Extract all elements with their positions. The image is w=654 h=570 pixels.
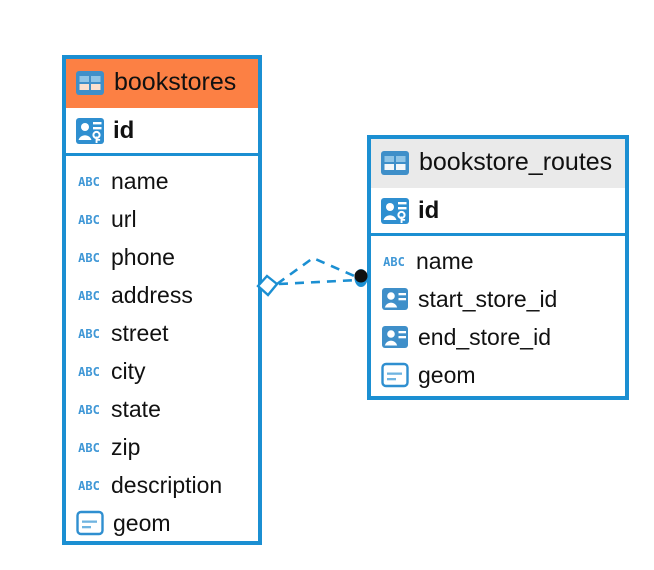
field-row-end-store-id[interactable]: end_store_id	[380, 318, 616, 356]
field-row-geom[interactable]: geom	[75, 504, 249, 542]
svg-text:ABC: ABC	[78, 403, 100, 417]
primary-key-row-bookstores[interactable]: id	[66, 108, 258, 156]
field-label: state	[111, 395, 161, 422]
field-row-street[interactable]: ABC street	[75, 314, 249, 352]
entity-bookstore-routes[interactable]: bookstore_routes id	[367, 135, 629, 400]
primary-key-icon	[75, 116, 105, 146]
relationship-line-lower	[278, 278, 359, 286]
geometry-icon	[380, 360, 410, 390]
entity-header-bookstores[interactable]: bookstores	[66, 59, 258, 108]
field-list-bookstore-routes: ABC name start_store_id	[371, 236, 625, 398]
field-row-state[interactable]: ABC state	[75, 390, 249, 428]
relationship-connector	[256, 256, 368, 297]
field-label: address	[111, 281, 193, 308]
field-label: end_store_id	[418, 323, 551, 350]
field-label: start_store_id	[418, 285, 558, 312]
svg-text:ABC: ABC	[78, 479, 100, 493]
abc-text-icon: ABC	[75, 167, 103, 195]
primary-key-icon	[380, 196, 410, 226]
field-row-url[interactable]: ABC url	[75, 200, 249, 238]
field-label: zip	[111, 433, 141, 460]
svg-text:ABC: ABC	[78, 327, 100, 341]
abc-text-icon: ABC	[75, 243, 103, 271]
abc-text-icon: ABC	[380, 247, 408, 275]
svg-text:ABC: ABC	[78, 213, 100, 227]
field-label: id	[113, 116, 135, 144]
abc-text-icon: ABC	[75, 395, 103, 423]
entity-title: bookstores	[114, 68, 237, 96]
relationship-line-upper	[276, 256, 360, 286]
geometry-icon	[75, 508, 105, 538]
entity-title: bookstore_routes	[419, 148, 613, 176]
abc-text-icon: ABC	[75, 281, 103, 309]
field-label: description	[111, 471, 223, 498]
field-row-phone[interactable]: ABC phone	[75, 238, 249, 276]
svg-text:ABC: ABC	[78, 441, 100, 455]
svg-text:ABC: ABC	[383, 255, 405, 269]
abc-text-icon: ABC	[75, 433, 103, 461]
field-row-name[interactable]: ABC name	[75, 162, 249, 200]
field-label: name	[111, 167, 169, 194]
field-row-address[interactable]: ABC address	[75, 276, 249, 314]
table-icon	[75, 70, 105, 96]
foreign-key-icon	[380, 284, 410, 314]
relationship-target-ring-icon	[354, 269, 368, 287]
field-label: city	[111, 357, 146, 384]
abc-text-icon: ABC	[75, 357, 103, 385]
abc-text-icon: ABC	[75, 471, 103, 499]
abc-text-icon: ABC	[75, 319, 103, 347]
field-row-start-store-id[interactable]: start_store_id	[380, 280, 616, 318]
field-list-bookstores: ABC name ABC url ABC pho	[66, 156, 258, 546]
table-icon	[380, 150, 410, 176]
field-row-description[interactable]: ABC description	[75, 466, 249, 504]
field-label: street	[111, 319, 169, 346]
field-label: phone	[111, 243, 175, 270]
svg-text:ABC: ABC	[78, 251, 100, 265]
field-row-name[interactable]: ABC name	[380, 242, 616, 280]
entity-header-bookstore-routes[interactable]: bookstore_routes	[371, 139, 625, 188]
svg-text:ABC: ABC	[78, 175, 100, 189]
field-row-geom[interactable]: geom	[380, 356, 616, 394]
field-row-city[interactable]: ABC city	[75, 352, 249, 390]
field-label: url	[111, 205, 137, 232]
foreign-key-icon	[380, 322, 410, 352]
entity-bookstores[interactable]: bookstores id	[62, 55, 262, 545]
relationship-target-dot-icon	[354, 269, 368, 283]
abc-text-icon: ABC	[75, 205, 103, 233]
field-row-zip[interactable]: ABC zip	[75, 428, 249, 466]
primary-key-row-bookstore-routes[interactable]: id	[371, 188, 625, 236]
field-label: id	[418, 196, 440, 224]
svg-text:ABC: ABC	[78, 289, 100, 303]
svg-text:ABC: ABC	[78, 365, 100, 379]
field-label: geom	[418, 361, 476, 388]
field-label: name	[416, 247, 474, 274]
field-label: geom	[113, 509, 171, 536]
